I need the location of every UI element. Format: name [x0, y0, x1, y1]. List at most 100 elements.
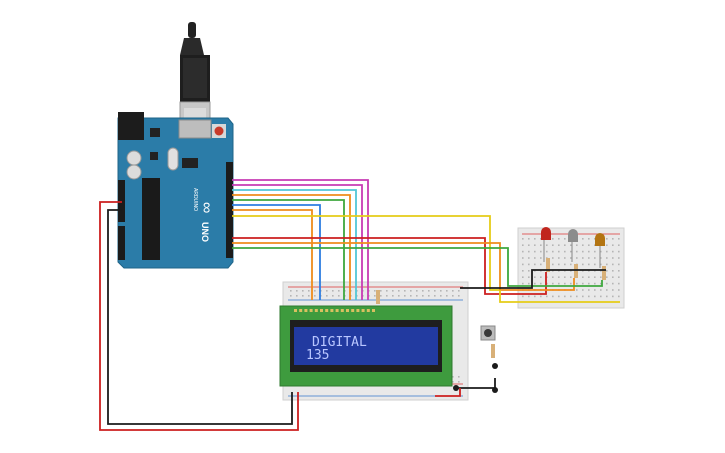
breadboard-hole	[326, 290, 328, 292]
arduino-brand-label: ARDUINO	[192, 188, 198, 211]
breadboard-hole	[552, 282, 554, 285]
breadboard-hole	[534, 295, 536, 298]
breadboard-hole	[582, 244, 584, 246]
breadboard-hole	[552, 250, 554, 253]
breadboard-hole	[302, 295, 304, 297]
breadboard-hole	[570, 282, 572, 285]
breadboard-hole	[594, 282, 596, 285]
breadboard-hole	[564, 250, 566, 253]
breadboard-hole	[522, 282, 524, 285]
lcd-pin	[340, 309, 344, 312]
breadboard-hole	[582, 263, 584, 266]
breadboard-hole	[606, 289, 608, 291]
breadboard-hole	[582, 282, 584, 285]
breadboard-hole	[618, 238, 620, 240]
breadboard-hole	[600, 257, 602, 259]
breadboard-hole	[582, 250, 584, 253]
lcd-pin	[372, 309, 375, 312]
breadboard-hole	[546, 244, 548, 246]
breadboard-hole	[576, 244, 578, 246]
breadboard-hole	[440, 290, 442, 292]
breadboard-hole	[296, 290, 298, 292]
junction-node-2	[492, 363, 498, 369]
breadboard-hole	[528, 238, 530, 240]
breadboard-hole	[540, 244, 542, 246]
breadboard-hole	[612, 238, 614, 240]
breadboard-hole	[452, 290, 454, 292]
breadboard-hole	[452, 376, 454, 378]
wire-green-led	[232, 247, 603, 287]
breadboard-hole	[618, 250, 620, 253]
breadboard-hole	[522, 244, 524, 246]
breadboard-hole	[564, 244, 566, 246]
breadboard-hole	[314, 290, 316, 292]
breadboard-hole	[588, 295, 590, 298]
breadboard-hole	[606, 276, 608, 278]
breadboard-hole	[612, 276, 614, 278]
breadboard-hole	[618, 257, 620, 259]
breadboard-hole	[552, 295, 554, 298]
breadboard-hole	[594, 244, 596, 246]
wire-black-led	[460, 269, 606, 289]
breadboard-hole	[600, 263, 602, 266]
usb-socket	[178, 119, 212, 139]
breadboard-hole	[386, 295, 388, 297]
breadboard-hole	[392, 295, 394, 297]
contrast-resistor	[376, 290, 380, 304]
breadboard-hole	[528, 276, 530, 278]
breadboard-hole	[522, 257, 524, 259]
breadboard-hole	[422, 290, 424, 292]
lcd-screen	[294, 327, 438, 365]
breadboard-hole	[582, 238, 584, 240]
breadboard-hole	[606, 282, 608, 285]
breadboard-hole	[588, 276, 590, 278]
breadboard-hole	[588, 282, 590, 285]
breadboard-hole	[404, 295, 406, 297]
breadboard-hole	[428, 295, 430, 297]
arduino-logo: ∞	[198, 202, 215, 213]
breadboard-hole	[522, 270, 524, 272]
breadboard-hole	[522, 250, 524, 253]
breadboard-hole	[612, 289, 614, 291]
lcd-line-1: DIGITAL	[312, 335, 367, 350]
breadboard-hole	[558, 257, 560, 259]
breadboard-hole	[618, 276, 620, 278]
atmega-chip	[142, 178, 160, 260]
breadboard-hole	[540, 250, 542, 253]
breadboard-hole	[570, 257, 572, 259]
breadboard-hole	[558, 263, 560, 266]
breadboard-hole	[308, 295, 310, 297]
breadboard-hole	[540, 276, 542, 278]
breadboard-hole	[594, 263, 596, 266]
breadboard-hole	[618, 263, 620, 266]
push-button[interactable]	[480, 325, 496, 341]
breadboard-hole	[558, 295, 560, 298]
lcd-pin	[304, 309, 308, 312]
digital-header	[226, 162, 233, 258]
breadboard-hole	[588, 289, 590, 291]
breadboard-hole	[588, 244, 590, 246]
breadboard-hole	[618, 295, 620, 298]
breadboard-hole	[534, 250, 536, 253]
wire-orange-2	[232, 209, 313, 300]
breadboard-hole	[410, 290, 412, 292]
breadboard-hole	[446, 290, 448, 292]
breadboard-hole	[522, 276, 524, 278]
power-jack	[118, 112, 144, 140]
breadboard-hole	[528, 295, 530, 298]
breadboard-hole	[600, 282, 602, 285]
breadboard-hole	[612, 250, 614, 253]
lcd-pin	[325, 309, 329, 312]
breadboard-hole	[522, 295, 524, 298]
wires	[99, 179, 620, 431]
breadboard-hole	[534, 276, 536, 278]
breadboard-hole	[564, 282, 566, 285]
breadboard-hole	[534, 263, 536, 266]
breadboard-hole	[458, 290, 460, 292]
breadboard-hole	[452, 381, 454, 383]
breadboard-hole	[558, 244, 560, 246]
power-header	[118, 180, 125, 222]
breadboard-hole	[528, 263, 530, 266]
arduino-model-label: UNO	[200, 222, 210, 242]
breadboard-hole	[458, 381, 460, 383]
